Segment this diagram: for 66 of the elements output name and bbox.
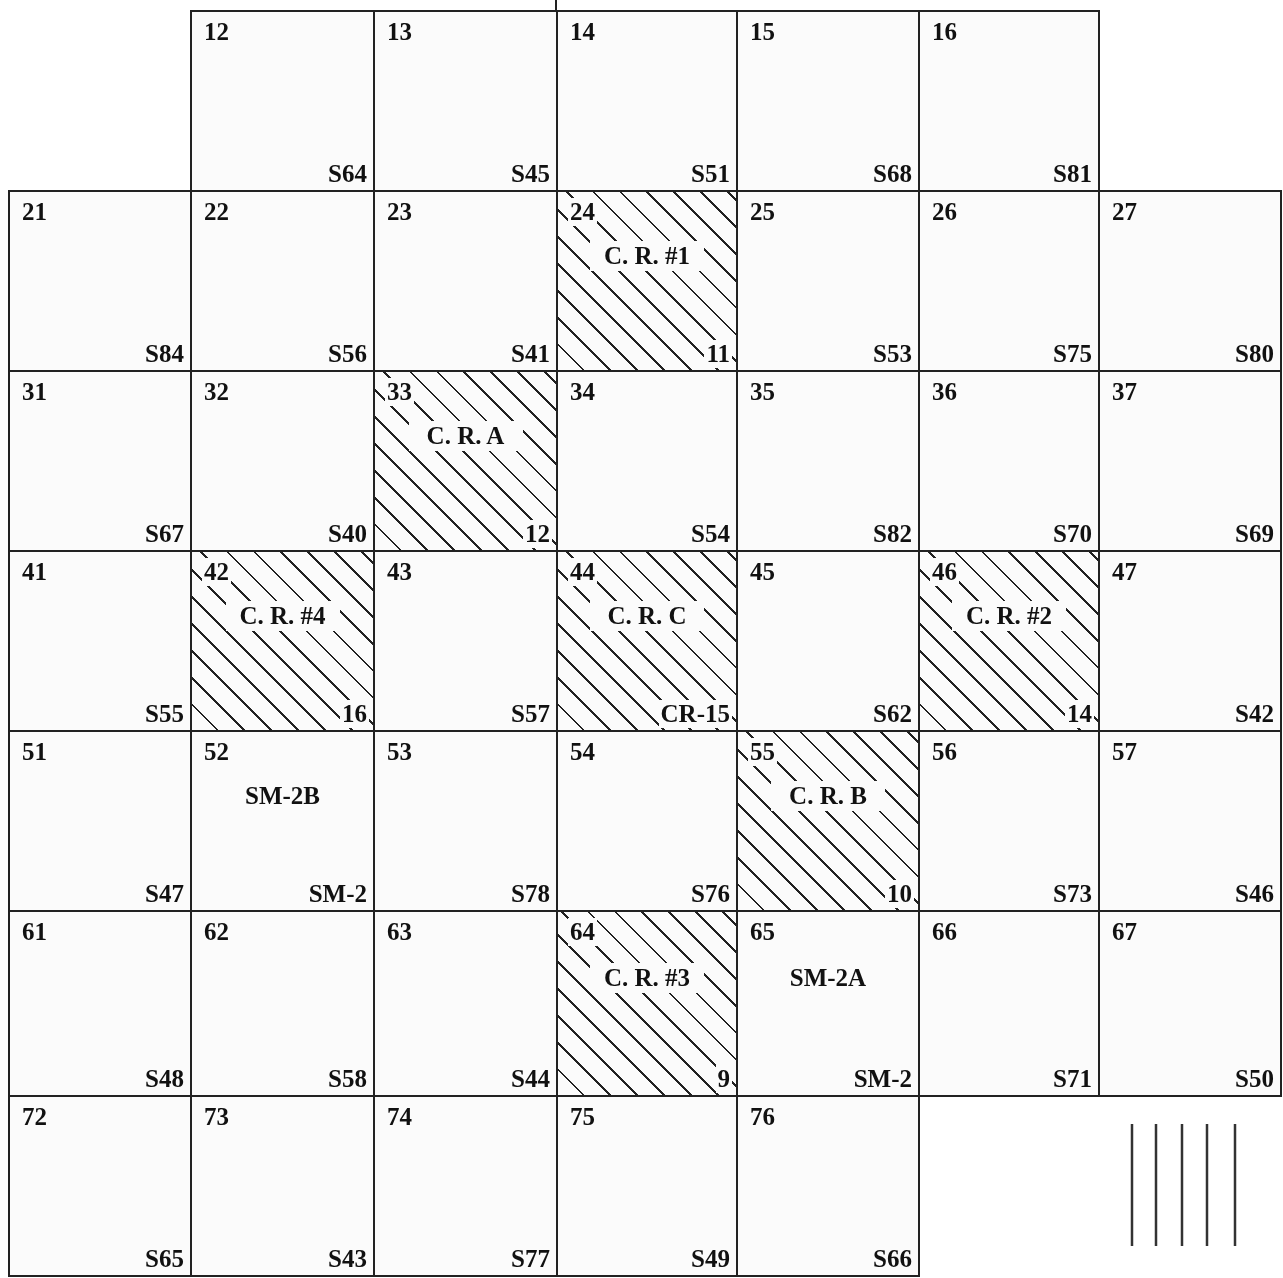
grid-cell <box>556 10 738 192</box>
grid-cell <box>918 10 1100 192</box>
cell-number: 42 <box>202 558 231 586</box>
cell-label: C. R. B <box>771 781 885 812</box>
grid-cell <box>918 910 1100 1097</box>
cell-number: 55 <box>748 738 777 766</box>
grid-cell <box>8 370 192 552</box>
grid-cell <box>373 730 558 912</box>
hatched-cell <box>373 370 558 552</box>
hatched-cell <box>556 910 738 1097</box>
grid-cell <box>8 190 192 372</box>
grid-cell <box>736 10 920 192</box>
hatched-cell <box>736 730 920 912</box>
grid-cell <box>190 190 375 372</box>
grid-cell <box>1098 910 1282 1097</box>
cell-code: 10 <box>885 880 914 908</box>
cell-label: C. R. #4 <box>225 601 340 632</box>
grid-cell <box>373 1095 558 1277</box>
grid-cell <box>373 190 558 372</box>
cell-number: 44 <box>568 558 597 586</box>
cell-code: 12 <box>523 520 552 548</box>
hatched-cell <box>556 190 738 372</box>
grid-cell <box>373 10 558 192</box>
grid-cell <box>190 370 375 552</box>
cell-code: 9 <box>715 1065 732 1093</box>
cell-number: 33 <box>385 378 414 406</box>
cell-number: 64 <box>568 918 597 946</box>
grid-cell <box>190 1095 375 1277</box>
cell-label: C. R. #2 <box>952 601 1066 632</box>
grid-cell <box>736 910 920 1097</box>
grid-cell <box>1098 550 1282 732</box>
cell-label: C. R. C <box>590 601 704 632</box>
grid-cell <box>736 1095 920 1277</box>
cell-code: 16 <box>340 700 369 728</box>
grid-cell <box>190 730 375 912</box>
grid-cell <box>736 190 920 372</box>
cell-label: C. R. #3 <box>590 962 704 993</box>
cell-code: 11 <box>704 340 732 368</box>
grid-cell <box>918 730 1100 912</box>
hatched-cell <box>918 550 1100 732</box>
hatched-cell <box>556 550 738 732</box>
grid-cell <box>1098 370 1282 552</box>
cell-number: 46 <box>930 558 959 586</box>
grid-cell <box>736 550 920 732</box>
grid-cell <box>918 370 1100 552</box>
grid-cell <box>556 370 738 552</box>
grid-cell <box>8 550 192 732</box>
cell-code: CR-15 <box>658 700 732 728</box>
grid-cell <box>190 10 375 192</box>
grid-cell <box>918 190 1100 372</box>
cell-label: C. R. #1 <box>590 241 704 272</box>
grid-cell <box>8 730 192 912</box>
grid-cell <box>190 910 375 1097</box>
grid-cell <box>373 550 558 732</box>
cell-label: C. R. A <box>408 421 523 452</box>
grid-cell <box>1098 190 1282 372</box>
grid-cell <box>556 1095 738 1277</box>
cell-number: 24 <box>568 198 597 226</box>
grid-cell <box>8 910 192 1097</box>
grid-cell <box>8 1095 192 1277</box>
grid-cell <box>736 370 920 552</box>
grid-cell <box>373 910 558 1097</box>
cell-code: 14 <box>1065 700 1094 728</box>
grid-cell <box>556 730 738 912</box>
hatched-cell <box>190 550 375 732</box>
grid-cell <box>1098 730 1282 912</box>
